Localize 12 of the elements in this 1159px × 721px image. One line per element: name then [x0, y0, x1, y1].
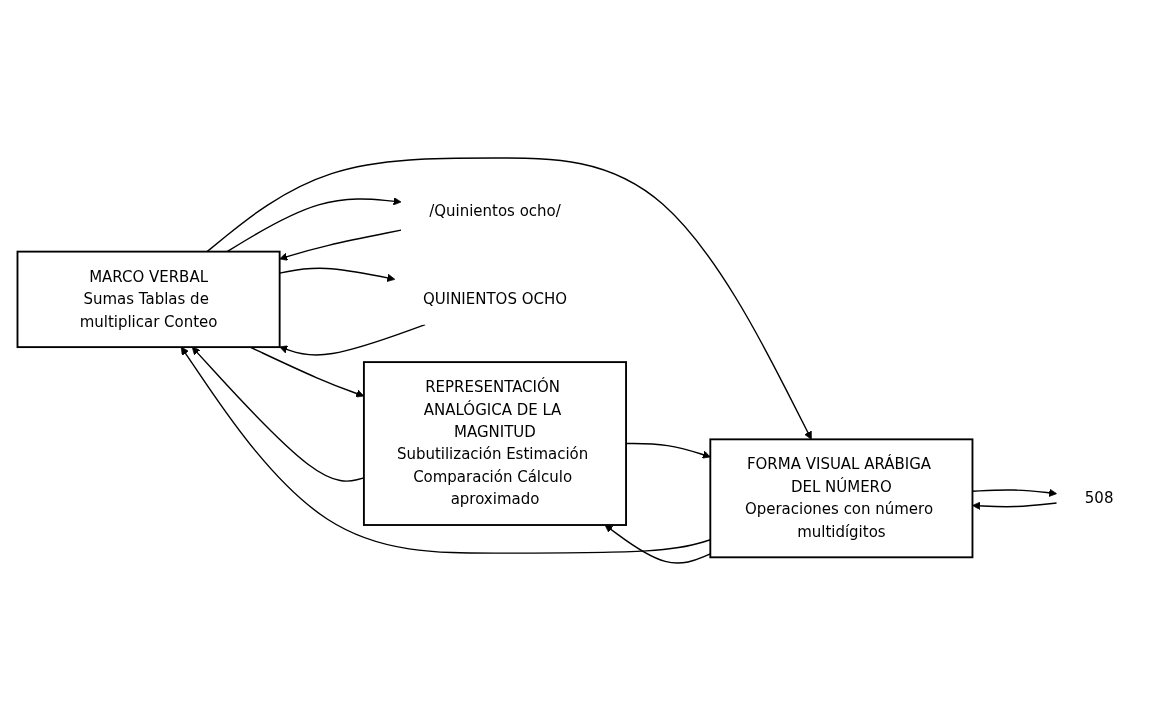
node-text: /Quinientos ocho/ — [429, 202, 561, 220]
node-box: MARCO VERBAL Sumas Tablas de multiplicar Conteo — [16, 250, 281, 349]
node-text: QUINIENTOS OCHO — [422, 290, 567, 308]
arrow — [279, 229, 402, 261]
node-text: 508 — [1084, 488, 1114, 507]
node-box: FORMA VISUAL ARÁBIGA DEL NÚMERO Operaciones con número multidígitos — [709, 438, 974, 559]
arrow — [604, 524, 712, 564]
arrow — [972, 501, 1058, 510]
arrow — [279, 323, 426, 356]
node-box: REPRESENTACIÓN ANALÓGICA DE LA MAGNITUD Subutilización Estimación Comparación Cálculo aproximado — [362, 361, 627, 526]
arrow — [206, 157, 812, 440]
arrow — [226, 197, 402, 253]
